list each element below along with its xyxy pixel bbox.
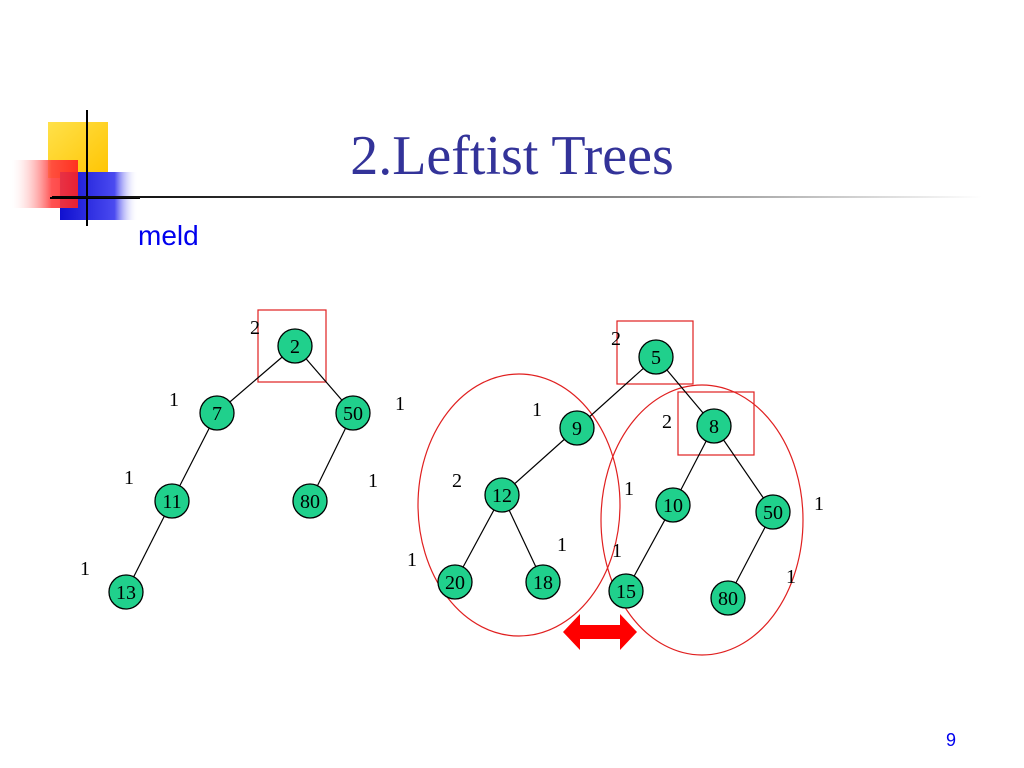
right-node-20: 20 bbox=[437, 564, 473, 600]
left-root-highlight-box bbox=[257, 309, 327, 383]
right-s-value-8: 2 bbox=[662, 411, 672, 433]
slide-subtitle: meld bbox=[138, 220, 199, 251]
node-label: 9 bbox=[572, 418, 582, 440]
title-underline bbox=[52, 196, 982, 198]
right-s-value-18: 1 bbox=[557, 534, 567, 556]
right-s-value-9: 1 bbox=[532, 399, 542, 421]
right-edge-r5-r9 bbox=[576, 356, 657, 429]
node-8-highlight-box bbox=[677, 391, 755, 456]
right-node-18: 18 bbox=[525, 564, 561, 600]
right-node-8: 8 bbox=[696, 408, 732, 444]
node-label: 2 bbox=[290, 336, 300, 358]
left-s-value-7: 1 bbox=[169, 389, 179, 411]
left-node-50: 50 bbox=[335, 395, 371, 431]
subtree-8-circle bbox=[600, 384, 804, 656]
node-label: 18 bbox=[533, 572, 553, 594]
node-label: 5 bbox=[651, 347, 661, 369]
node-label: 20 bbox=[445, 572, 465, 594]
left-node-13: 13 bbox=[108, 574, 144, 610]
right-node-15: 15 bbox=[608, 573, 644, 609]
right-node-5: 5 bbox=[638, 339, 674, 375]
left-s-value-13: 1 bbox=[80, 558, 90, 580]
node-label: 80 bbox=[718, 588, 738, 610]
node-label: 80 bbox=[300, 491, 320, 513]
left-s-value-11: 1 bbox=[124, 467, 134, 489]
swap-arrow-icon bbox=[563, 614, 637, 650]
right-node-50: 50 bbox=[755, 494, 791, 530]
subtree-9-circle bbox=[417, 373, 621, 637]
left-node-2: 2 bbox=[277, 328, 313, 364]
right-s-value-20: 1 bbox=[407, 549, 417, 571]
right-s-value-15: 1 bbox=[612, 540, 622, 562]
left-node-11: 11 bbox=[154, 483, 190, 519]
node-label: 10 bbox=[663, 495, 683, 517]
right-node-80: 80 bbox=[710, 580, 746, 616]
right-s-value-5: 2 bbox=[611, 328, 621, 350]
node-label: 13 bbox=[116, 582, 136, 604]
left-s-value-80: 1 bbox=[368, 470, 378, 492]
node-label: 50 bbox=[343, 403, 363, 425]
right-s-value-50: 1 bbox=[814, 493, 824, 515]
node-label: 15 bbox=[616, 581, 636, 603]
left-node-80: 80 bbox=[292, 483, 328, 519]
right-node-10: 10 bbox=[655, 487, 691, 523]
right-s-value-12: 2 bbox=[452, 470, 462, 492]
node-label: 11 bbox=[162, 491, 181, 513]
deco-red-square bbox=[12, 160, 78, 208]
node-label: 8 bbox=[709, 416, 719, 438]
left-s-value-50: 1 bbox=[395, 393, 405, 415]
node-label: 12 bbox=[492, 485, 512, 507]
right-node-12: 12 bbox=[484, 477, 520, 513]
slide-title: 2.Leftist Trees bbox=[350, 125, 674, 187]
node-label: 50 bbox=[763, 502, 783, 524]
page-number: 9 bbox=[946, 730, 957, 750]
left-node-7: 7 bbox=[199, 395, 235, 431]
right-root-highlight-box bbox=[616, 320, 694, 385]
right-s-value-10: 1 bbox=[624, 478, 634, 500]
right-s-value-80: 1 bbox=[786, 566, 796, 588]
node-label: 7 bbox=[212, 403, 222, 425]
left-s-value-2: 2 bbox=[250, 317, 260, 339]
right-node-9: 9 bbox=[559, 410, 595, 446]
